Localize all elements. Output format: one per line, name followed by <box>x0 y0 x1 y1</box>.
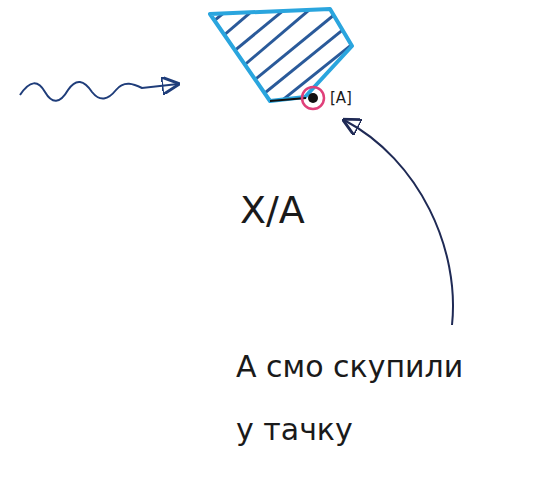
note-label: А смо скупили у тачку <box>236 335 474 461</box>
hatching <box>190 0 365 110</box>
pointer-arrow <box>344 120 453 325</box>
point-label: [A] <box>330 89 352 107</box>
quotient-label: X/A <box>240 188 305 234</box>
highlight-ring <box>302 87 324 109</box>
base-edge <box>270 98 306 101</box>
point-dot <box>308 93 318 103</box>
wave-arrow <box>20 82 178 101</box>
cone-outline <box>210 9 352 101</box>
